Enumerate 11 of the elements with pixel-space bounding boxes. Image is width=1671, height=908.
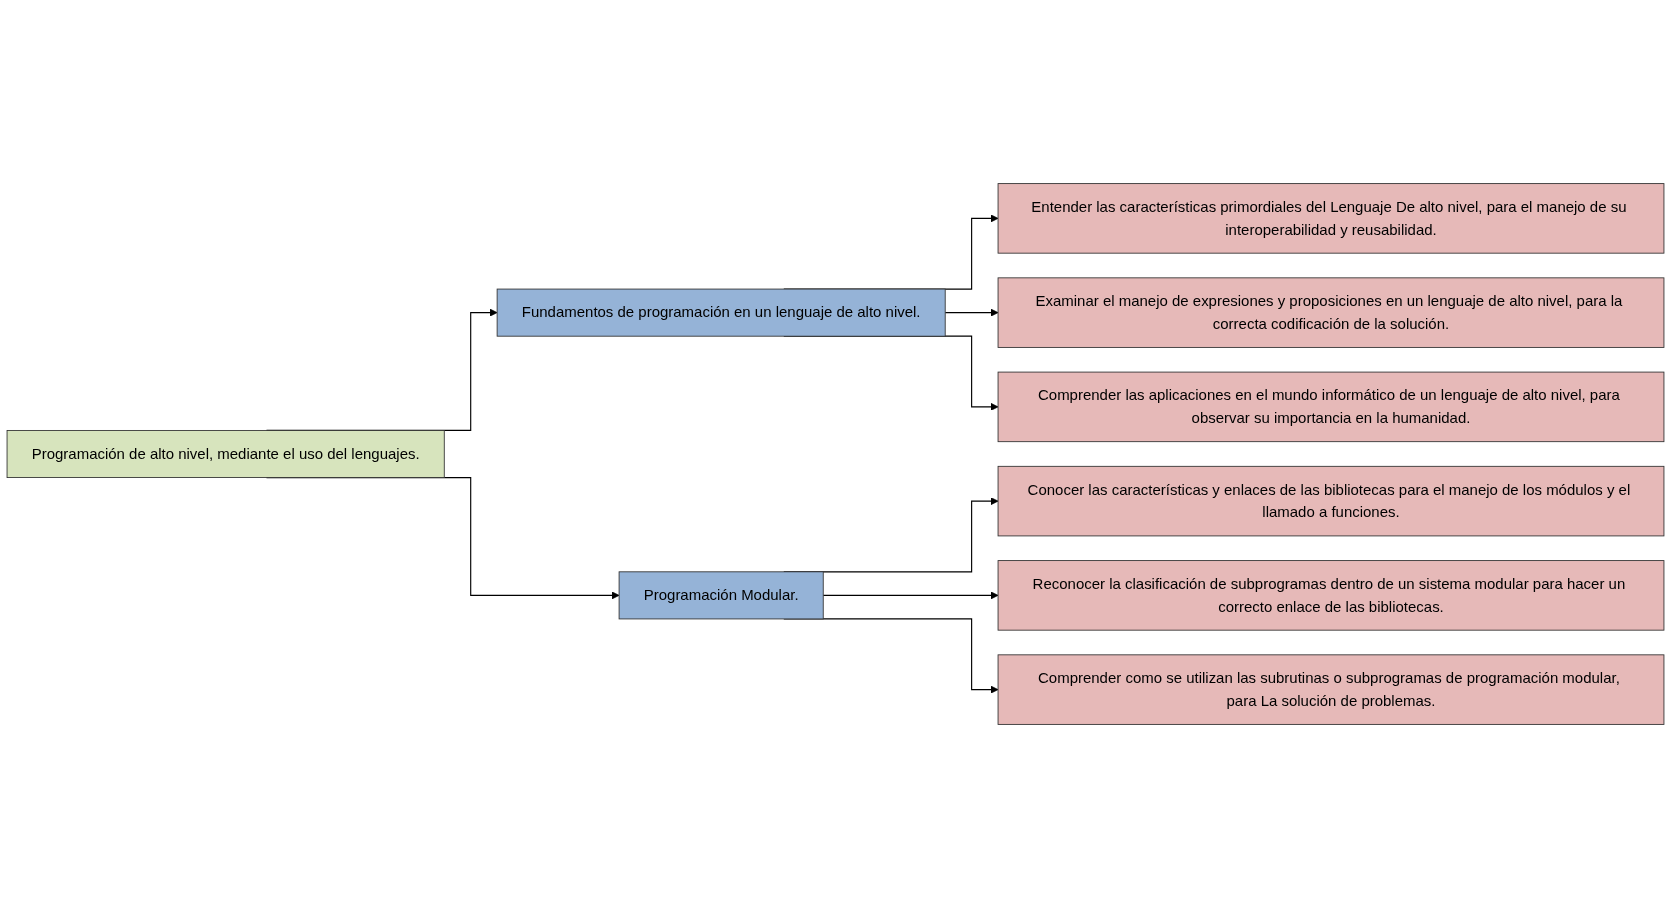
node-box: Reconocer la clasificación de subprogramas dentro de un sistema modular para hacer un correcto enlace de las bibliotecas.: [997, 560, 1665, 631]
node-box: Comprender las aplicaciones en el mundo informático de un lenguaje de alto nivel, para observar su importancia en la humanidad.: [997, 371, 1665, 443]
node-box: Programación de alto nivel, mediante el uso del lenguajes.: [6, 430, 445, 478]
node-box: Examinar el manejo de expresiones y proposiciones en un lenguaje de alto nivel, para la correcta codificación de la solución.: [997, 277, 1665, 348]
node-box: Programación Modular.: [618, 571, 824, 620]
arrow: [822, 591, 999, 600]
node-box: Comprender como se utilizan las subrutinas o subprogramas de programación modular, para La solución de problemas.: [997, 654, 1665, 725]
node-box: Conocer las características y enlaces de las bibliotecas para el manejo de los módulos y el llamado a funciones.: [997, 465, 1665, 537]
node-box: Fundamentos de programación en un lenguaje de alto nivel.: [496, 288, 946, 337]
node-box: Entender las características primordiales del Lenguaje De alto nivel, para el manejo de su interoperabilidad y reusabilidad.: [997, 183, 1665, 254]
arrow: [944, 308, 999, 317]
